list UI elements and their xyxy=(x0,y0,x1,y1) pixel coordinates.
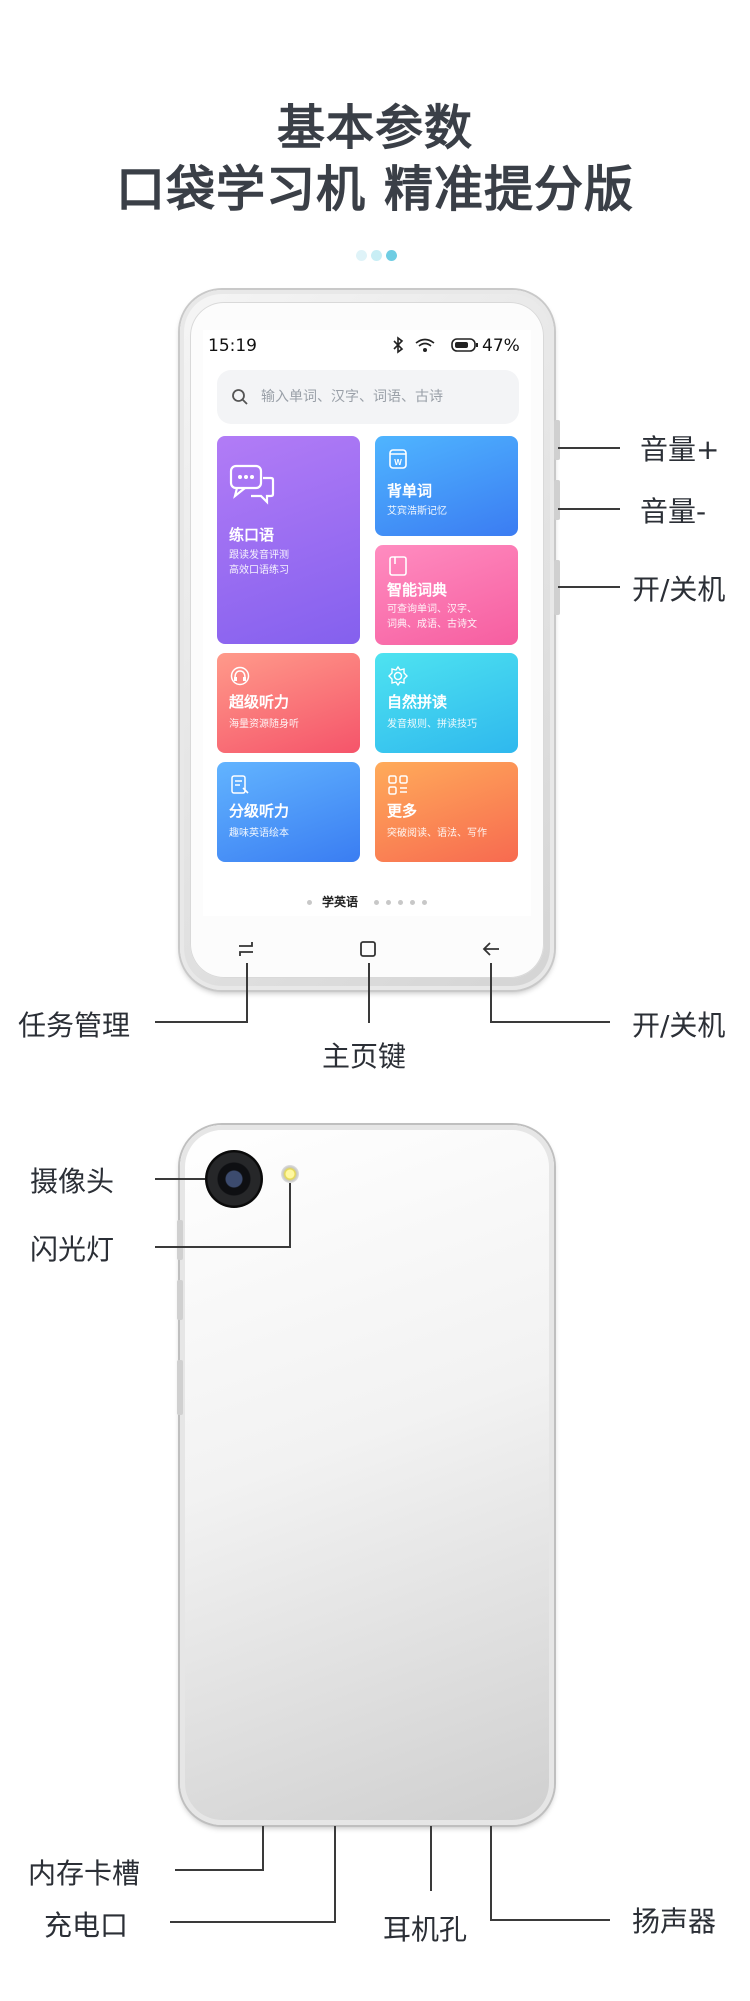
side-button xyxy=(177,1280,183,1320)
callout-line xyxy=(175,1869,264,1871)
card-subtitle: 艾宾浩斯记忆 xyxy=(387,506,447,517)
gear-icon xyxy=(388,665,408,687)
card-subtitle: 趣味英语绘本 xyxy=(229,828,289,839)
callout-line xyxy=(558,508,620,510)
page-dot[interactable] xyxy=(410,900,415,905)
card-title: 自然拼读 xyxy=(387,693,448,711)
card-subtitle: 海量资源随身听 xyxy=(229,719,299,730)
search-icon xyxy=(232,389,248,405)
battery-icon xyxy=(451,338,478,352)
word-book-icon: W xyxy=(389,449,407,469)
callout-line xyxy=(262,1826,264,1871)
card-phonics[interactable]: 自然拼读 发音规则、拼读技巧 xyxy=(375,653,518,753)
callout-line xyxy=(490,1826,492,1921)
volume-down-button[interactable] xyxy=(554,480,560,520)
card-subtitle: 跟读发音评测 xyxy=(229,550,289,561)
side-button xyxy=(177,1220,183,1260)
label-speaker: 扬声器 xyxy=(632,1905,717,1938)
card-subtitle: 发音规则、拼读技巧 xyxy=(387,719,477,730)
page-dot[interactable] xyxy=(398,900,403,905)
page-dot[interactable] xyxy=(422,900,427,905)
search-input[interactable]: 输入单词、汉字、词语、古诗 xyxy=(217,370,519,424)
carousel-dot[interactable] xyxy=(371,250,382,261)
callout-line xyxy=(289,1183,291,1248)
card-subtitle: 突破阅读、语法、写作 xyxy=(387,828,487,839)
card-title: 背单词 xyxy=(387,482,433,500)
rear-camera xyxy=(205,1150,263,1208)
label-headphone-jack: 耳机孔 xyxy=(383,1913,468,1946)
grid-icon xyxy=(388,775,408,795)
page-dot[interactable] xyxy=(374,900,379,905)
card-dictionary[interactable]: 智能词典 可查询单词、汉字、 词典、成语、古诗文 xyxy=(375,545,518,645)
label-power: 开/关机 xyxy=(632,573,726,606)
carousel-dot[interactable] xyxy=(356,250,367,261)
callout-line xyxy=(155,1246,291,1248)
card-subtitle: 词典、成语、古诗文 xyxy=(387,619,477,630)
callout-line xyxy=(155,1178,205,1180)
card-listening[interactable]: 超级听力 海量资源随身听 xyxy=(217,653,360,753)
volume-up-button[interactable] xyxy=(554,420,560,460)
label-memory-slot: 内存卡槽 xyxy=(28,1857,141,1890)
bluetooth-icon xyxy=(393,336,404,354)
recent-apps-icon[interactable] xyxy=(236,940,256,958)
home-icon[interactable] xyxy=(359,940,377,958)
callout-line xyxy=(246,963,248,1023)
page-dot[interactable] xyxy=(386,900,391,905)
callout-line xyxy=(490,1021,610,1023)
card-title: 分级听力 xyxy=(229,802,290,820)
card-more[interactable]: 更多 突破阅读、语法、写作 xyxy=(375,762,518,862)
callout-line xyxy=(430,1826,432,1891)
reading-icon xyxy=(231,775,249,794)
card-subtitle: 高效口语练习 xyxy=(229,565,289,576)
status-time: 15:19 xyxy=(208,336,257,356)
power-button[interactable] xyxy=(554,560,560,615)
callout-line xyxy=(155,1021,248,1023)
card-speaking[interactable]: 练口语 跟读发音评测 高效口语练习 xyxy=(217,436,360,644)
page-subtitle: 口袋学习机 精准提分版 xyxy=(115,161,635,218)
flash-light xyxy=(281,1165,299,1183)
chat-icon xyxy=(229,464,275,505)
card-graded-listening[interactable]: 分级听力 趣味英语绘本 xyxy=(217,762,360,862)
card-subtitle: 可查询单词、汉字、 xyxy=(387,604,477,615)
wifi-icon xyxy=(415,338,435,352)
battery-percent: 47% xyxy=(482,336,520,356)
card-title: 智能词典 xyxy=(387,581,448,599)
callout-line xyxy=(558,586,620,588)
dictionary-icon xyxy=(389,556,407,576)
label-volume-down: 音量- xyxy=(640,495,707,528)
label-task-manager: 任务管理 xyxy=(18,1009,131,1042)
callout-line xyxy=(334,1826,336,1923)
callout-line xyxy=(558,447,620,449)
label-charging-port: 充电口 xyxy=(44,1909,129,1942)
card-title: 更多 xyxy=(387,802,418,820)
card-title: 练口语 xyxy=(229,526,275,544)
card-title: 超级听力 xyxy=(229,693,290,711)
page-dot[interactable] xyxy=(307,900,312,905)
label-camera: 摄像头 xyxy=(30,1165,115,1198)
label-volume-up: 音量+ xyxy=(640,433,720,466)
callout-line xyxy=(490,963,492,1023)
callout-line xyxy=(170,1921,336,1923)
label-flash: 闪光灯 xyxy=(30,1233,115,1266)
side-button xyxy=(177,1360,183,1415)
label-home-key: 主页键 xyxy=(322,1040,407,1073)
card-vocabulary[interactable]: W 背单词 艾宾浩斯记忆 xyxy=(375,436,518,536)
phone-back-body xyxy=(180,1125,554,1825)
callout-line xyxy=(490,1919,610,1921)
headphones-icon xyxy=(230,666,250,686)
search-placeholder: 输入单词、汉字、词语、古诗 xyxy=(261,389,443,405)
back-icon[interactable] xyxy=(481,940,501,958)
svg-text:W: W xyxy=(394,458,402,467)
callout-line xyxy=(368,963,370,1023)
carousel-dot-active[interactable] xyxy=(386,250,397,261)
label-back-key: 开/关机 xyxy=(632,1009,726,1042)
page-label: 学英语 xyxy=(322,895,359,909)
page-title: 基本参数 xyxy=(276,100,473,156)
